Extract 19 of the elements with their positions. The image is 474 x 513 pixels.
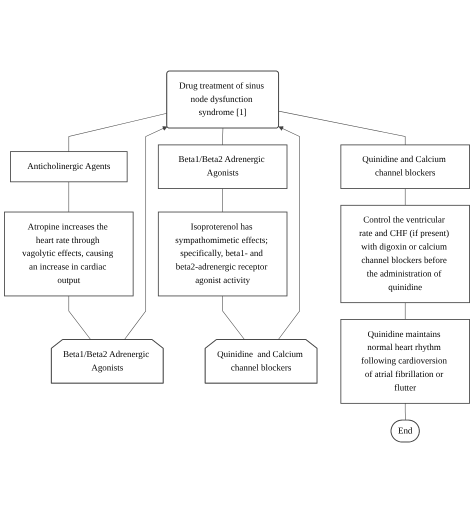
connector [68, 113, 168, 152]
connector [404, 302, 406, 320]
node-box: Quinidine and Calcium channel blockers [340, 144, 470, 189]
node-box: Isoproterenol has sympathomimetic effects; specifically, beta1- and beta2-adrenergic receptor agonist activity [158, 212, 288, 296]
connector [68, 182, 70, 212]
connector [222, 296, 246, 340]
arrow [124, 126, 168, 340]
node-box: Atropine increases the heart rate through vagolytic effects, causing an increase in cardiac output [4, 212, 134, 296]
connector [68, 296, 92, 340]
connector [222, 128, 224, 146]
node-box: Quinidine maintains normal heart rhythm following cardioversion of atrial fibrillation or flutter [340, 319, 470, 404]
connector [278, 110, 406, 146]
connector [404, 188, 406, 206]
connector [404, 403, 406, 421]
node-box: Beta1/Beta2 Adrenergic Agonists [158, 144, 288, 189]
node-box: Control the ventricular rate and CHF (if present) with digoxin or calcium channel blockers before the administration of quinidine [340, 204, 470, 304]
connector [222, 188, 223, 212]
arrow [278, 126, 300, 340]
node-box: Anticholinergic Agents [10, 151, 128, 182]
